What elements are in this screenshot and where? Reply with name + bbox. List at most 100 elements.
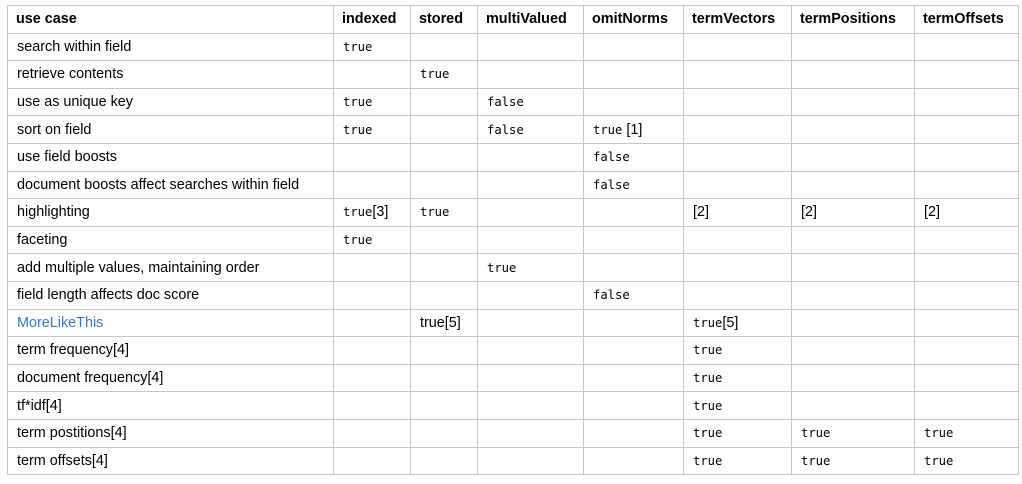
cell-value: true <box>593 122 623 137</box>
cell-note: [2] <box>801 204 817 221</box>
table-cell-stored <box>410 170 478 200</box>
table-row: search within field true <box>7 32 1019 62</box>
table-cell-multivalued <box>477 363 584 393</box>
use-case-cell: sort on field <box>7 115 334 144</box>
table-cell-termpositions <box>791 391 915 420</box>
use-case-cell: add multiple values, maintaining order <box>7 253 334 282</box>
table-cell-stored <box>410 142 478 172</box>
table-row: sort on field true false true [1] <box>7 115 1019 144</box>
use-case-label: term offsets[4] <box>17 452 108 469</box>
table-cell-termpositions <box>791 363 915 393</box>
use-case-label: faceting <box>17 232 68 249</box>
table-cell-indexed: true[3] <box>333 198 411 227</box>
cell-value: false <box>593 288 630 303</box>
table-cell-termvectors <box>683 280 792 310</box>
table-cell-stored: true[5] <box>410 308 478 338</box>
table-cell-termpositions <box>791 115 915 144</box>
table-row: add multiple values, maintaining order tr… <box>7 253 1019 282</box>
table-cell-termpositions: true <box>791 446 915 476</box>
table-cell-termpositions: true <box>791 418 915 448</box>
use-case-label: sort on field <box>17 121 92 138</box>
use-case-label: term frequency[4] <box>17 342 129 359</box>
table-cell-multivalued <box>477 418 584 448</box>
table-cell-termoffsets <box>914 363 1019 393</box>
table-row: term frequency[4] true <box>7 336 1019 365</box>
use-case-label: retrieve contents <box>17 66 124 83</box>
table-cell-indexed <box>333 391 411 420</box>
use-case-label: document frequency[4] <box>17 370 164 387</box>
table-cell-multivalued <box>477 142 584 172</box>
table-cell-termvectors <box>683 87 792 117</box>
table-cell-termoffsets: true <box>914 446 1019 476</box>
cell-note: [3] <box>372 204 389 221</box>
table-cell-termoffsets <box>914 32 1019 62</box>
table-cell-termvectors: true <box>683 418 792 448</box>
morelikethis-link[interactable]: MoreLikeThis <box>17 314 104 331</box>
cell-value: true <box>693 398 723 413</box>
table-cell-termvectors: [2] <box>683 198 792 227</box>
table-cell-termvectors <box>683 142 792 172</box>
table-cell-termvectors: true <box>683 391 792 420</box>
table-cell-termoffsets <box>914 115 1019 144</box>
table-cell-multivalued: false <box>477 115 584 144</box>
column-header-stored: stored <box>410 5 478 34</box>
table-cell-omitnorms: true [1] <box>583 115 684 144</box>
use-case-cell: tf*idf[4] <box>7 391 334 420</box>
table-cell-omitnorms <box>583 336 684 365</box>
use-case-label: search within field <box>17 38 132 55</box>
table-cell-multivalued: true <box>477 253 584 282</box>
use-case-label: use as unique key <box>17 94 134 111</box>
table-cell-stored: true <box>410 198 478 227</box>
table-cell-termvectors: true <box>683 336 792 365</box>
use-case-label: highlighting <box>17 204 90 221</box>
table-cell-omitnorms: false <box>583 170 684 200</box>
table-cell-multivalued: false <box>477 87 584 117</box>
use-case-label: use field boosts <box>17 149 117 166</box>
table-cell-omitnorms <box>583 225 684 255</box>
table-cell-termoffsets <box>914 336 1019 365</box>
use-case-cell: use field boosts <box>7 142 334 172</box>
table-cell-termpositions <box>791 280 915 310</box>
cell-value: true <box>343 233 373 248</box>
use-case-cell: retrieve contents <box>7 60 334 89</box>
use-case-cell: term postitions[4] <box>7 418 334 448</box>
table-cell-stored <box>410 336 478 365</box>
cell-value: true <box>343 122 373 137</box>
table-cell-multivalued <box>477 336 584 365</box>
cell-value: false <box>487 95 524 110</box>
table-cell-stored <box>410 32 478 62</box>
table-cell-termoffsets <box>914 391 1019 420</box>
table-cell-termvectors: true <box>683 363 792 393</box>
table-cell-termpositions <box>791 32 915 62</box>
cell-value: true <box>693 315 723 330</box>
table-cell-multivalued <box>477 308 584 338</box>
table-cell-stored <box>410 253 478 282</box>
table-cell-stored <box>410 418 478 448</box>
use-case-label: add multiple values, maintaining order <box>17 259 260 276</box>
table-cell-termvectors <box>683 115 792 144</box>
table-cell-omitnorms <box>583 60 684 89</box>
column-header-indexed: indexed <box>333 5 411 34</box>
table-cell-indexed <box>333 363 411 393</box>
table-row: document frequency[4] true <box>7 363 1019 393</box>
table-cell-termpositions <box>791 308 915 338</box>
use-case-label: document boosts affect searches within f… <box>17 176 300 193</box>
use-case-cell: use as unique key <box>7 87 334 117</box>
cell-value: true <box>420 67 450 82</box>
table-cell-multivalued <box>477 198 584 227</box>
use-case-cell: term frequency[4] <box>7 336 334 365</box>
table-cell-termoffsets <box>914 142 1019 172</box>
table-cell-stored: true <box>410 60 478 89</box>
use-case-cell: highlighting <box>7 198 334 227</box>
table-cell-termoffsets <box>914 60 1019 89</box>
table-cell-multivalued <box>477 280 584 310</box>
cell-value: false <box>487 122 524 137</box>
cell-value: true <box>343 39 373 54</box>
